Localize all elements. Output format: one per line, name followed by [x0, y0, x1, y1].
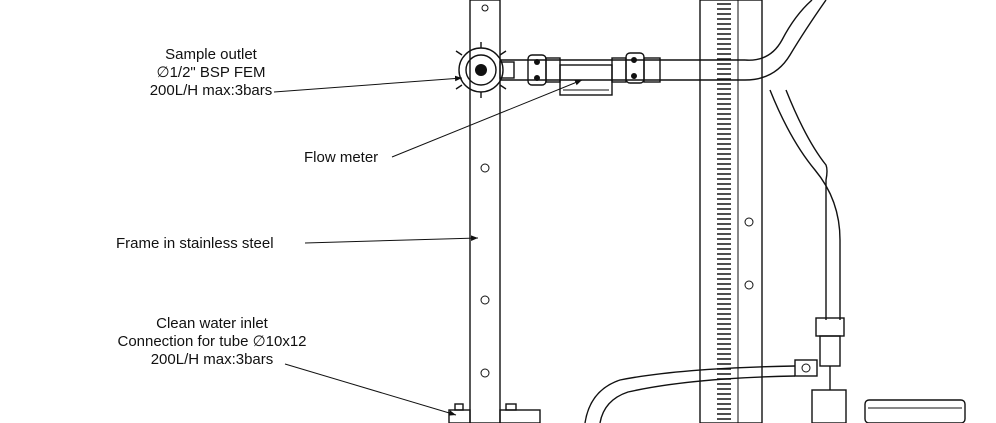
clean-water-inlet-connection: Connection for tube ∅10x12 [117, 333, 306, 350]
leader-frame [304, 235, 479, 244]
sample-pipe [500, 0, 827, 81]
leader-flow-meter [391, 79, 583, 158]
rack-column [699, 0, 763, 423]
inlet-fittings [448, 403, 541, 423]
sample-outlet-flow: 200L/H max:3bars [150, 82, 273, 99]
leader-sample-outlet [273, 75, 463, 93]
sample-outlet-spec: ∅1/2" BSP FEM [157, 64, 266, 81]
descending-hose [769, 89, 847, 423]
valve-handwheel [455, 42, 515, 98]
label-frame: Frame in stainless steel [116, 235, 274, 252]
frame-post [469, 0, 501, 423]
flow-meter-body [559, 57, 627, 96]
sample-outlet-title: Sample outlet [165, 46, 258, 63]
label-sample-outlet: Sample outlet ∅1/2" BSP FEM 200L/H max:3… [150, 46, 273, 99]
leader-clean-water-inlet [284, 363, 457, 416]
clean-water-inlet-title: Clean water inlet [156, 315, 269, 332]
control-box [864, 399, 966, 423]
clean-water-inlet-flow: 200L/H max:3bars [151, 351, 274, 368]
inlet-tee [584, 359, 818, 423]
label-flow-meter: Flow meter [304, 149, 378, 166]
union-fitting-right [625, 52, 661, 84]
label-clean-water-inlet: Clean water inlet Connection for tube ∅1… [117, 315, 306, 368]
